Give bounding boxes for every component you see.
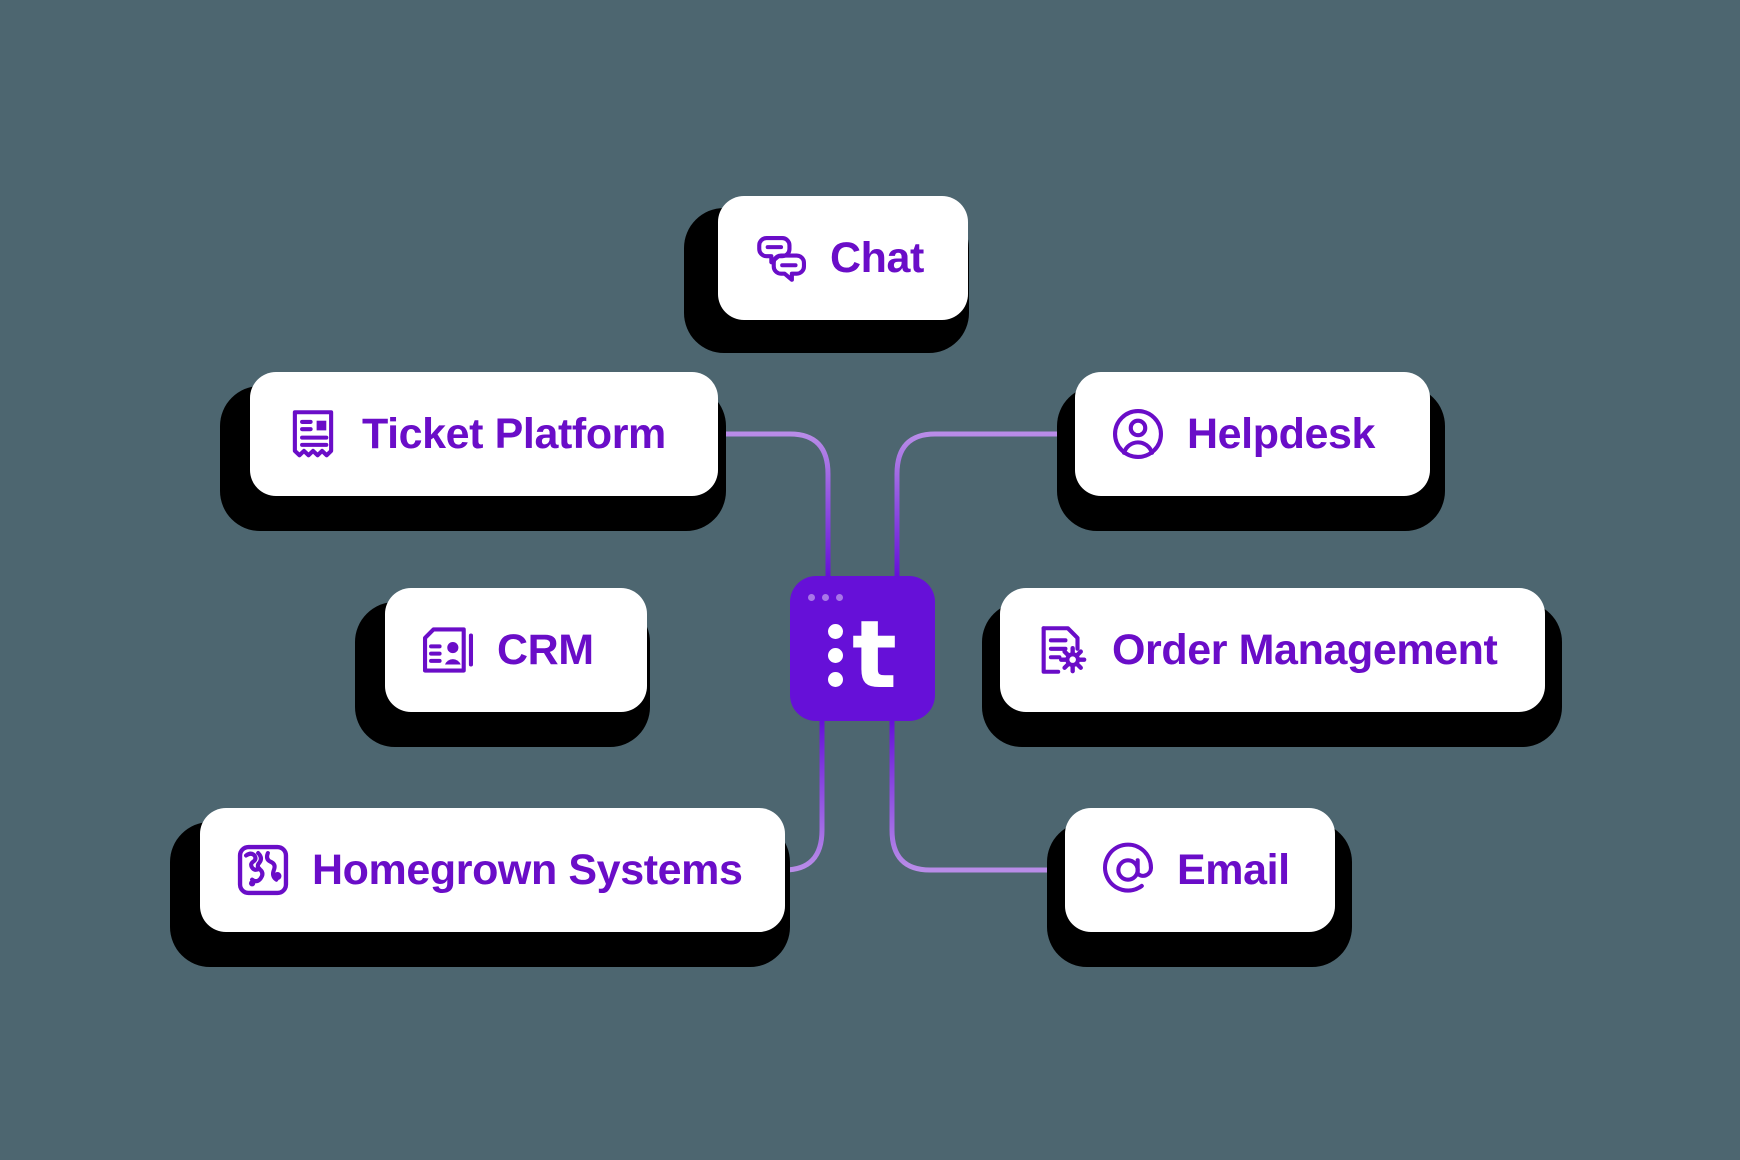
- puzzle-map-icon: [234, 841, 292, 899]
- helpdesk-card[interactable]: Helpdesk: [1075, 372, 1430, 496]
- hub-vertical-dots: [828, 624, 844, 687]
- email-card[interactable]: Email: [1065, 808, 1335, 932]
- document-gear-icon: [1034, 621, 1092, 679]
- connector-homegrown: [783, 721, 825, 873]
- crm-label: CRM: [497, 625, 594, 674]
- hub-letter-t: t: [852, 600, 897, 710]
- homegrown-systems-label: Homegrown Systems: [312, 845, 743, 894]
- node-crm[interactable]: CRM: [355, 588, 650, 747]
- order-management-card[interactable]: Order Management: [1000, 588, 1545, 712]
- node-chat[interactable]: Chat: [684, 196, 969, 353]
- crm-card[interactable]: CRM: [385, 588, 647, 712]
- email-label: Email: [1177, 845, 1290, 894]
- order-management-label: Order Management: [1112, 625, 1498, 674]
- connector-helpdesk: [894, 431, 1075, 576]
- homegrown-systems-card[interactable]: Homegrown Systems: [200, 808, 785, 932]
- node-homegrown-systems[interactable]: Homegrown Systems: [170, 808, 790, 967]
- receipt-ticket-icon: [284, 405, 342, 463]
- at-sign-icon: [1099, 841, 1157, 899]
- chat-card[interactable]: Chat: [718, 196, 968, 320]
- hub-corner-dots: [808, 594, 843, 601]
- chat-label: Chat: [830, 233, 924, 282]
- node-helpdesk[interactable]: Helpdesk: [1057, 372, 1445, 531]
- ticket-platform-label: Ticket Platform: [362, 409, 666, 458]
- hub-wordmark: t: [790, 576, 935, 721]
- connector-ticket: [718, 431, 831, 576]
- helpdesk-label: Helpdesk: [1187, 409, 1375, 458]
- node-order-management[interactable]: Order Management: [982, 588, 1562, 747]
- node-ticket-platform[interactable]: Ticket Platform: [220, 372, 726, 531]
- node-email[interactable]: Email: [1047, 808, 1352, 967]
- user-circle-icon: [1109, 405, 1167, 463]
- chat-bubbles-icon: [752, 229, 810, 287]
- ticket-platform-card[interactable]: Ticket Platform: [250, 372, 718, 496]
- contact-card-icon: [419, 621, 477, 679]
- thena-hub-logo[interactable]: t: [790, 576, 935, 721]
